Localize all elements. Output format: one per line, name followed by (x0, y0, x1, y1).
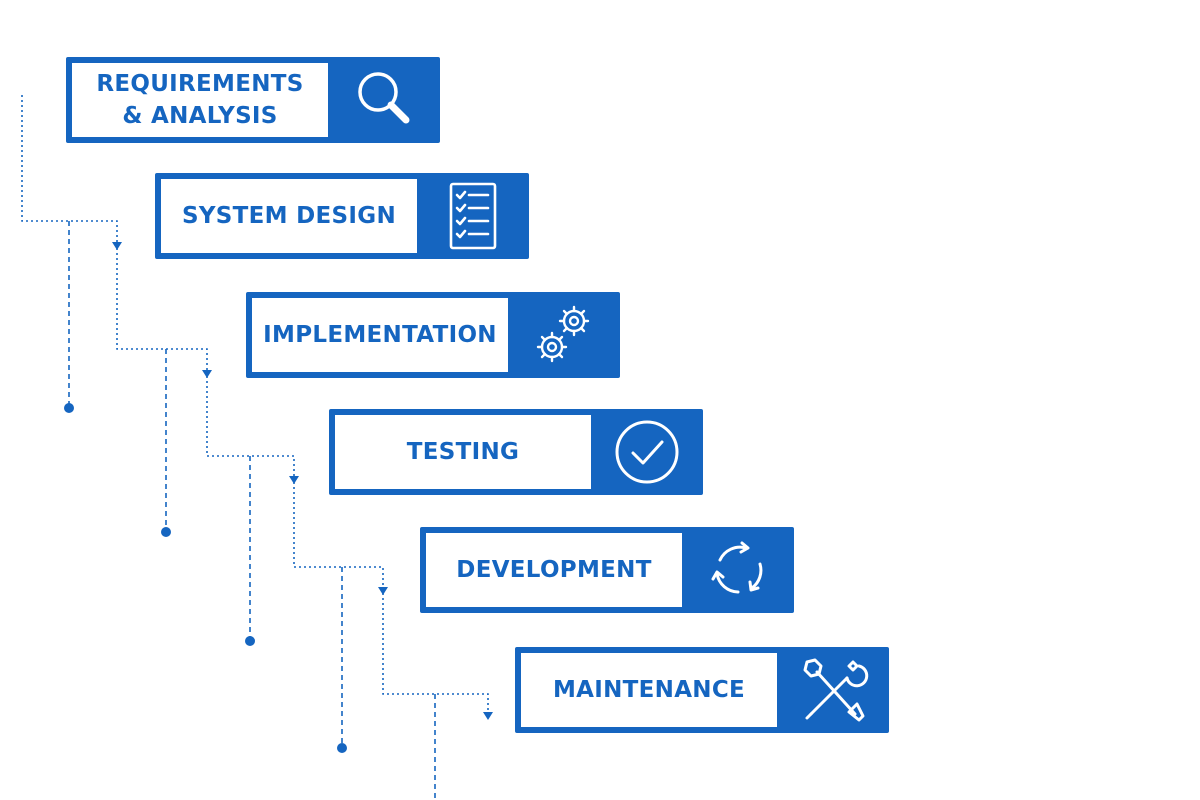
stage-label: MAINTENANCE (552, 677, 746, 703)
stage-label-box: MAINTENANCE (521, 653, 777, 727)
tools-icon (777, 647, 889, 733)
end-dot-1 (64, 403, 74, 413)
connector-3 (206, 376, 295, 478)
check-circle-icon (591, 409, 703, 495)
arrow-head-3 (289, 476, 299, 484)
stage-label: REQUIREMENTS & ANALYSIS (96, 71, 304, 129)
checklist-icon (417, 173, 529, 259)
stage-label-box: SYSTEM DESIGN (161, 179, 417, 253)
stage-system-design: SYSTEM DESIGN (155, 173, 529, 259)
stage-development: DEVELOPMENT (420, 527, 794, 613)
connector-5 (382, 593, 489, 714)
arrow-head-4 (378, 587, 388, 595)
stage-label-box: DEVELOPMENT (426, 533, 682, 607)
stage-label: IMPLEMENTATION (263, 322, 497, 348)
end-dot-4 (337, 743, 347, 753)
stage-testing: TESTING (329, 409, 703, 495)
end-dot-2 (161, 527, 171, 537)
refresh-cycle-icon (682, 527, 794, 613)
stage-label-box: IMPLEMENTATION (252, 298, 508, 372)
magnifier-icon (328, 57, 440, 143)
connector-2 (116, 248, 208, 372)
stage-label: DEVELOPMENT (456, 557, 652, 583)
stage-implementation: IMPLEMENTATION (246, 292, 620, 378)
stage-maintenance: MAINTENANCE (515, 647, 889, 733)
stage-label-box: TESTING (335, 415, 591, 489)
stage-label: SYSTEM DESIGN (181, 203, 397, 229)
stage-requirements: REQUIREMENTS & ANALYSIS (66, 57, 440, 143)
arrow-head-5 (483, 712, 493, 720)
gears-icon (508, 292, 620, 378)
end-dot-3 (245, 636, 255, 646)
arrow-head-2 (202, 370, 212, 378)
stage-label: TESTING (406, 439, 520, 465)
connector-4 (293, 482, 384, 589)
arrow-head-1 (112, 242, 122, 250)
stage-label-box: REQUIREMENTS & ANALYSIS (72, 63, 328, 137)
